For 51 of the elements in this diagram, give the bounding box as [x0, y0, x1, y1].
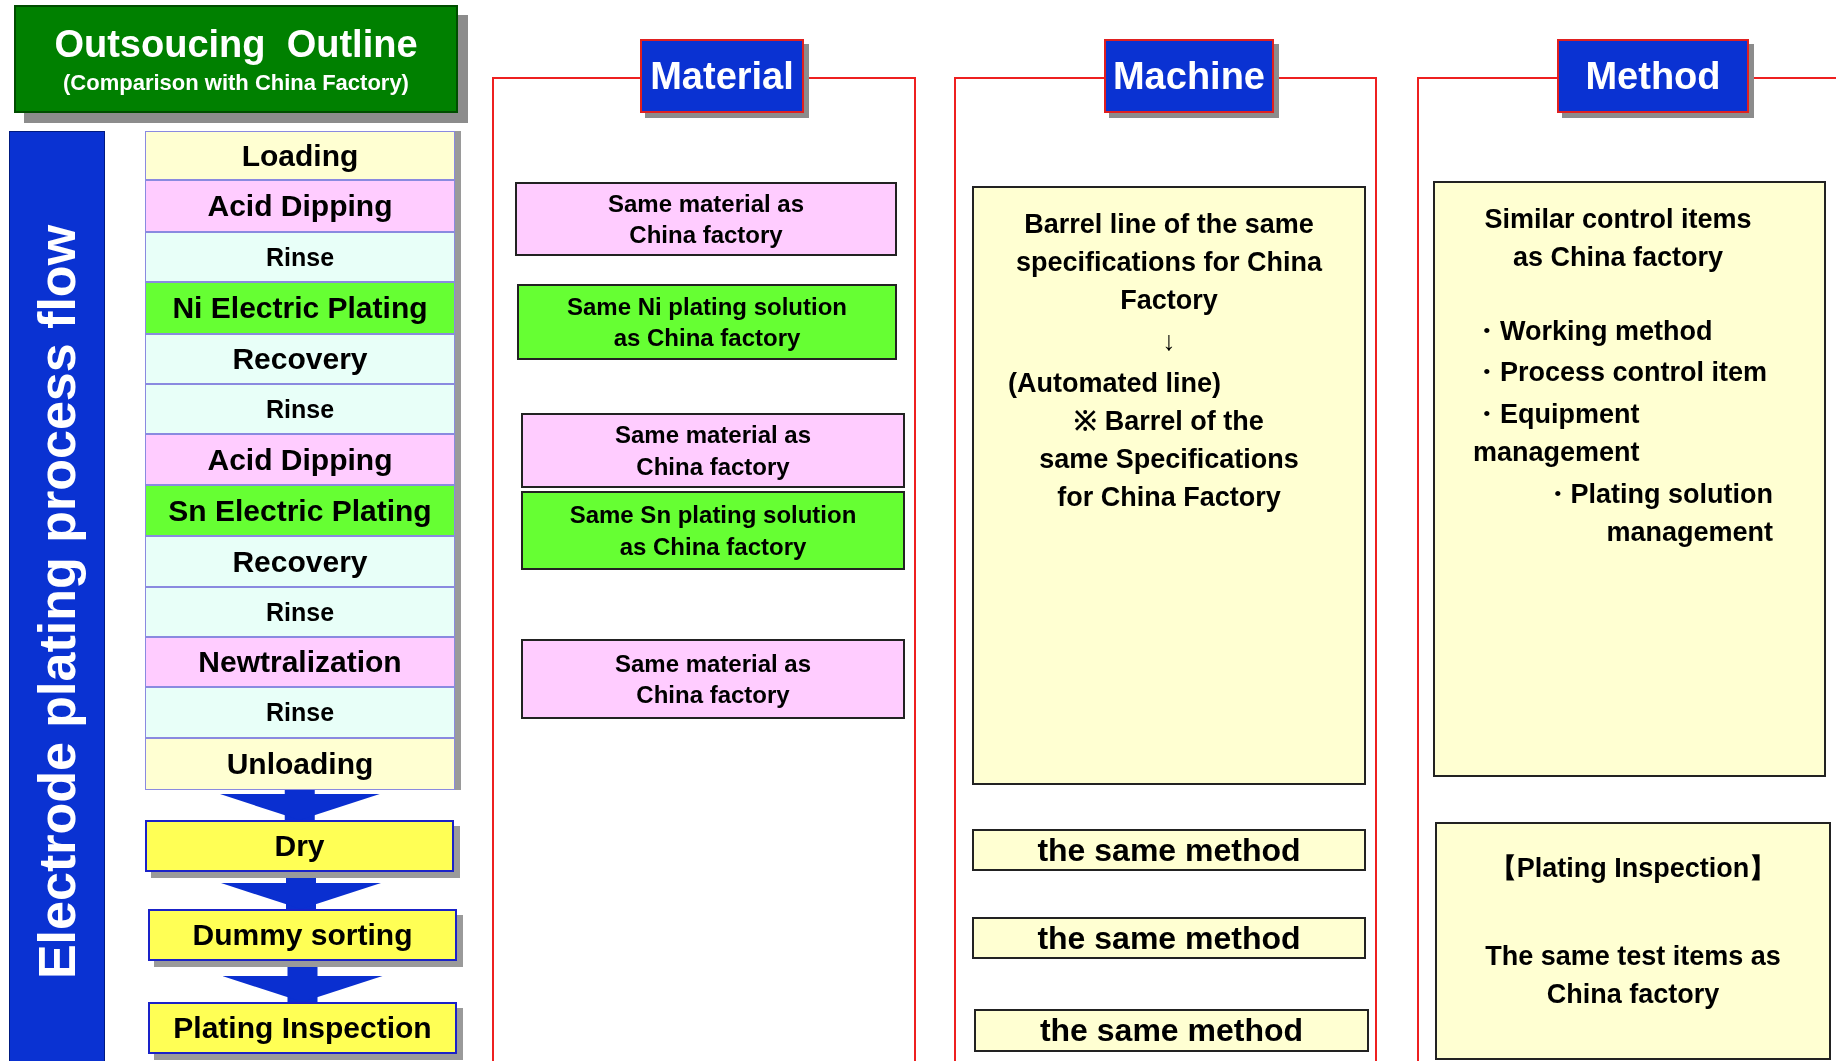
step-label: Plating Inspection — [173, 1011, 432, 1045]
note-text: ・Working method — [1473, 314, 1713, 348]
note-box — [972, 829, 1366, 871]
flow-arrow — [219, 790, 380, 820]
step-label: Acid Dipping — [207, 442, 393, 477]
note-box — [972, 186, 1366, 785]
subtitle-text: (Comparison with China Factory) — [63, 69, 409, 96]
note-text: Same Ni plating solution as China factory — [566, 291, 848, 353]
step-label: Sn Electric Plating — [168, 493, 432, 528]
note-box — [972, 917, 1366, 959]
note-box — [515, 182, 897, 256]
vertical-banner — [9, 131, 105, 1061]
note-text: 【Plating Inspection】 — [1489, 852, 1777, 885]
note-text: ※ Barrel of the same Specifications for China Factory — [1039, 405, 1299, 514]
note-box — [517, 284, 897, 360]
note-box — [1433, 181, 1826, 777]
note-text: (Automated line) — [1008, 367, 1221, 401]
note-text: the same method — [1039, 1012, 1304, 1049]
note-text: the same method — [1037, 919, 1301, 957]
step-label: Newtralization — [198, 645, 402, 679]
note-box — [521, 413, 905, 488]
note-text: the same method — [1037, 831, 1301, 869]
note-text: Same Sn plating solution as China factory — [568, 500, 858, 562]
note-box — [1435, 822, 1831, 1060]
step-label: Rinse — [265, 597, 335, 627]
note-text: Same material as China factory — [613, 420, 813, 482]
note-text: The same test items as China factory — [1484, 939, 1782, 1011]
step-label: Dry — [274, 829, 325, 863]
step-label: Rinse — [265, 698, 335, 727]
note-box — [521, 491, 905, 570]
step-label: Loading — [241, 138, 359, 173]
note-text: Same material as China factory — [606, 188, 806, 250]
note-box — [974, 1009, 1369, 1052]
note-text: ・Equipment management — [1473, 398, 1641, 469]
step-label: Recovery — [232, 342, 368, 376]
step-label: Dummy sorting — [192, 918, 413, 952]
note-text: ・Plating solution management — [1542, 477, 1773, 549]
banner-text: Electrode plating process flow — [27, 224, 87, 980]
step-label: Unloading — [226, 747, 374, 781]
step-label: Rinse — [265, 242, 335, 272]
note-text: ↓ — [1162, 325, 1176, 359]
step-label: Rinse — [265, 394, 335, 424]
step-label: Acid Dipping — [207, 189, 393, 223]
note-text: Similar control items as China factory — [1483, 203, 1753, 274]
note-text: Barrel line of the same specifications for China Factory — [1014, 208, 1324, 317]
step-label: Recovery — [232, 544, 368, 579]
note-box — [521, 639, 905, 719]
note-text: Same material as China factory — [613, 648, 813, 710]
step-label: Ni Electric Plating — [172, 291, 428, 325]
title-text: Outsoucing Outline — [54, 22, 418, 66]
note-text: ・Process control item — [1473, 356, 1768, 390]
